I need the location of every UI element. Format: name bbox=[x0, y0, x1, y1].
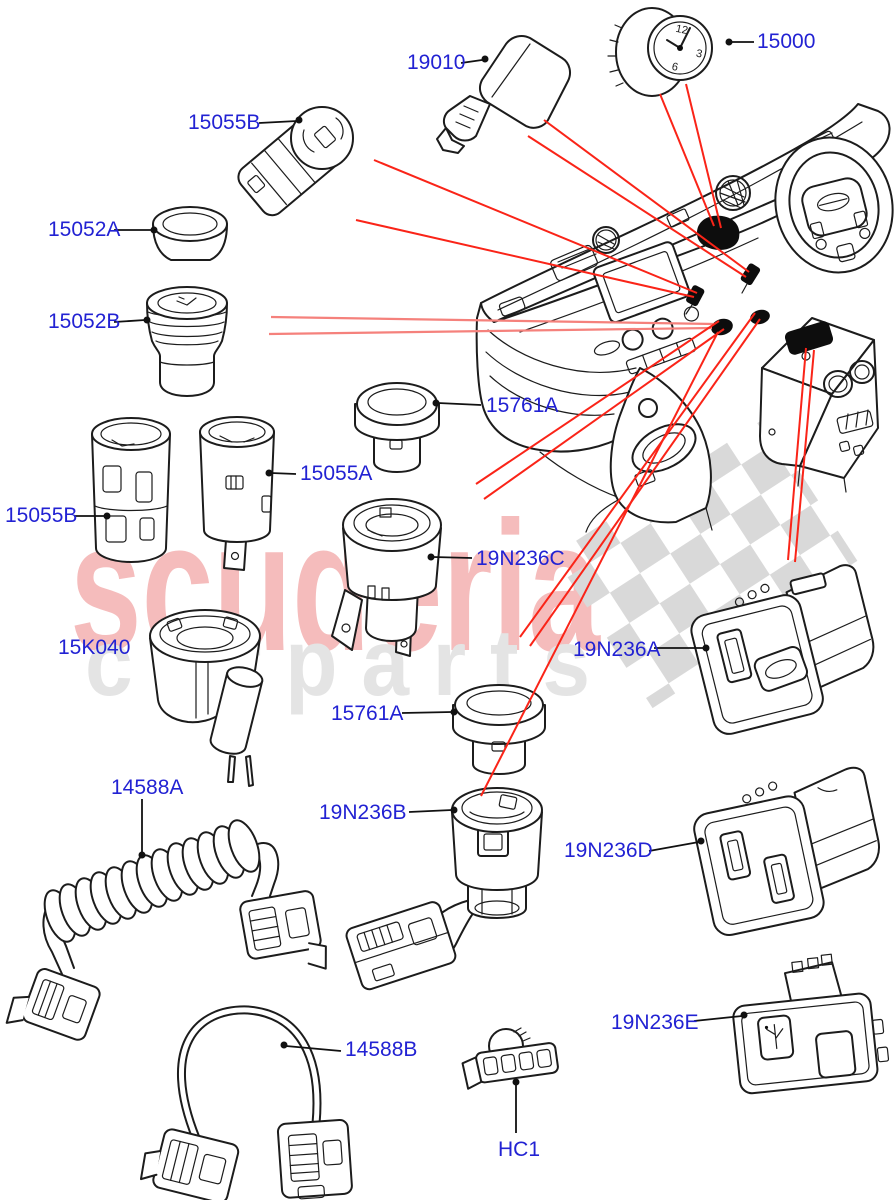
part-label-HC1[interactable]: HC1 bbox=[498, 1138, 541, 1161]
dash-center-stack bbox=[592, 241, 700, 375]
dash-rear-console bbox=[759, 317, 879, 493]
dash-steering-wheel bbox=[774, 136, 894, 274]
part-label-19N236B[interactable]: 19N236B bbox=[319, 801, 407, 824]
part-14588B-cable bbox=[139, 1005, 353, 1200]
part-14588A-coiled-cable bbox=[5, 819, 327, 1041]
part-19010-switch bbox=[436, 35, 571, 154]
clock-numeral-6: 6 bbox=[671, 61, 679, 74]
part-label-15000[interactable]: 15000 bbox=[757, 30, 816, 53]
part-label-14588B[interactable]: 14588B bbox=[345, 1038, 418, 1061]
part-15052B-lighter-element bbox=[146, 286, 228, 397]
clock-numeral-3: 3 bbox=[695, 48, 703, 61]
part-19N236E-usb-panel bbox=[732, 953, 890, 1095]
dash-round-vents bbox=[592, 175, 751, 254]
checkered-flag-watermark bbox=[553, 418, 864, 709]
part-label-19N236D[interactable]: 19N236D bbox=[564, 839, 653, 862]
part-15055A-socket bbox=[199, 416, 275, 571]
part-15052A-cap bbox=[152, 206, 228, 261]
part-label-19N236E[interactable]: 19N236E bbox=[611, 1011, 699, 1034]
part-label-15055B-left[interactable]: 15055B bbox=[5, 504, 78, 527]
part-19N236B-socket-with-connector bbox=[345, 787, 543, 991]
part-label-15761A-lower[interactable]: 15761A bbox=[331, 702, 404, 725]
part-label-15052A[interactable]: 15052A bbox=[48, 218, 121, 241]
part-label-15055A[interactable]: 15055A bbox=[300, 462, 373, 485]
dash-speaker-grilles bbox=[550, 130, 838, 282]
leader-lines bbox=[74, 38, 754, 1133]
part-15K040-socket-housing bbox=[149, 609, 264, 787]
part-label-15761A-upper[interactable]: 15761A bbox=[486, 394, 559, 417]
part-15055B-socket-left bbox=[91, 417, 171, 563]
part-19N236C-socket bbox=[331, 498, 442, 657]
part-label-15K040[interactable]: 15K040 bbox=[58, 636, 131, 659]
cable-coil bbox=[43, 819, 261, 943]
part-19N236D-dual-usb-module bbox=[693, 766, 880, 936]
part-15055B-socket-top bbox=[237, 106, 354, 217]
part-label-15055B-top[interactable]: 15055B bbox=[188, 111, 261, 134]
part-label-15052B[interactable]: 15052B bbox=[48, 310, 121, 333]
dashboard-illustration bbox=[475, 103, 894, 533]
part-label-19N236A[interactable]: 19N236A bbox=[573, 638, 661, 661]
part-label-19N236C[interactable]: 19N236C bbox=[476, 547, 565, 570]
part-label-19010[interactable]: 19010 bbox=[407, 51, 466, 74]
red-callout-lines bbox=[268, 83, 815, 797]
part-15000-clock: 12 3 6 bbox=[607, 7, 713, 97]
part-HC1-bulb-holder bbox=[461, 1027, 559, 1090]
part-label-14588A[interactable]: 14588A bbox=[111, 776, 184, 799]
part-19N236A-usb-module bbox=[690, 564, 875, 735]
part-15761A-sleeve-upper bbox=[354, 382, 440, 473]
clock-numeral-12: 12 bbox=[675, 23, 689, 37]
